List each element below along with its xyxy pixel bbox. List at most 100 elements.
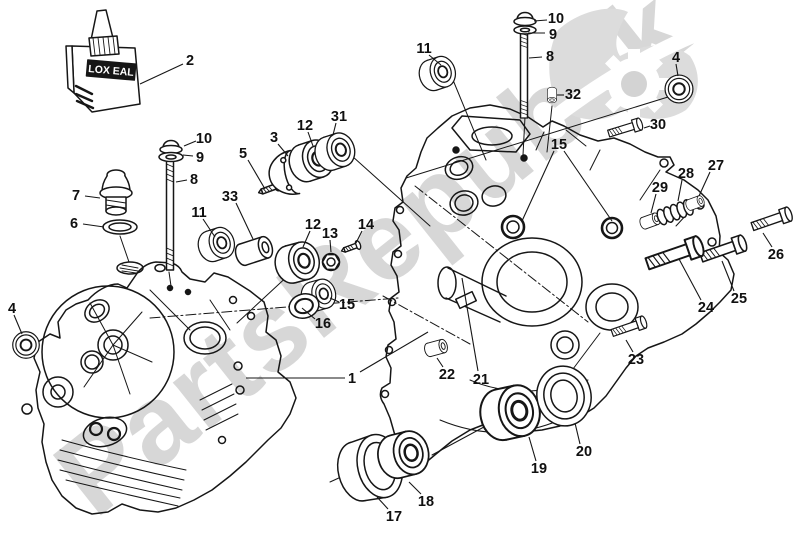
leader-line <box>678 258 702 301</box>
leader-line <box>277 143 289 157</box>
dowel-pin-32 <box>547 86 557 104</box>
bolt-23 <box>609 314 649 340</box>
part-number-label: 25 <box>731 291 747 307</box>
leader-line <box>247 159 266 190</box>
part-number-label: 8 <box>546 49 554 65</box>
leader-line <box>13 314 23 335</box>
nut-13 <box>321 252 341 272</box>
part-number-label: 24 <box>698 300 714 316</box>
bolt-24 <box>643 234 707 275</box>
nut-10-top <box>513 11 537 27</box>
oil-seal-4-left <box>11 330 41 360</box>
part-number-label: 7 <box>72 188 80 204</box>
leader-line <box>359 331 429 373</box>
leader-line <box>332 122 337 136</box>
breather-valve-7 <box>99 169 133 216</box>
part-number-label: 17 <box>386 509 402 525</box>
leader-line <box>175 179 188 183</box>
leader-line <box>643 125 651 129</box>
part-number-label: 8 <box>190 172 198 188</box>
leader-line <box>329 239 332 253</box>
part-callouts: 1234456788991010111112121314151516171819… <box>8 11 784 525</box>
leader-line <box>528 436 537 462</box>
leader-line <box>182 154 194 157</box>
bolt-25 <box>697 233 750 267</box>
nut-10-left <box>159 139 183 155</box>
part-number-label: 23 <box>628 352 644 368</box>
part-number-label: 12 <box>305 217 321 233</box>
part-number-label: 2 <box>186 53 194 69</box>
part-number-label: 33 <box>222 189 238 205</box>
leader-line <box>698 171 711 197</box>
leader-line <box>436 357 444 368</box>
part-number-label: 31 <box>331 109 347 125</box>
washer-9-left <box>158 151 184 163</box>
leader-line <box>533 19 548 22</box>
part-number-label: 16 <box>315 316 331 332</box>
leader-line <box>574 422 581 445</box>
part-number-label: 10 <box>196 131 212 147</box>
leader-line <box>625 339 634 353</box>
leader-line <box>84 195 101 199</box>
part-number-label: 12 <box>297 118 313 134</box>
leader-line <box>428 54 442 66</box>
leader-line <box>301 307 316 320</box>
leader-line <box>376 496 389 510</box>
part-number-label: 1 <box>348 371 356 387</box>
part-number-label: 13 <box>322 226 338 242</box>
leader-line <box>329 297 340 303</box>
o-ring-6 <box>102 219 138 235</box>
part-number-label: 19 <box>531 461 547 477</box>
leader-line <box>183 140 197 147</box>
watermark-logo <box>539 8 715 132</box>
part-number-label: 22 <box>439 367 455 383</box>
leader-line <box>650 193 657 214</box>
part-number-label: 29 <box>652 180 668 196</box>
leader-line <box>677 179 683 202</box>
leader-line <box>528 56 543 59</box>
part-number-label: 32 <box>565 87 581 103</box>
part-number-label: 26 <box>768 247 784 263</box>
part-number-label: 5 <box>239 146 247 162</box>
part-number-label: 15 <box>339 297 355 313</box>
crankcase-half-right <box>149 104 735 469</box>
crankcase-half-left <box>21 261 297 515</box>
gear-icon <box>599 49 669 119</box>
part-number-label: 14 <box>358 217 374 233</box>
bottle-label-band: LOX EAL <box>85 59 137 81</box>
sealant-bottle: LOX EAL <box>65 9 141 113</box>
part-number-label: 20 <box>576 444 592 460</box>
bushing-22 <box>422 337 450 359</box>
leader-line <box>408 481 422 495</box>
leader-line <box>675 63 679 77</box>
bearing-11-left <box>193 223 240 266</box>
leader-line <box>721 260 735 292</box>
leader-line <box>355 230 363 244</box>
part-number-label: 18 <box>418 494 434 510</box>
part-number-label: 30 <box>650 117 666 133</box>
part-number-label: 15 <box>551 137 567 153</box>
seal-ring-20 <box>536 365 592 427</box>
leader-line <box>521 150 555 222</box>
part-number-label: 9 <box>196 150 204 166</box>
alignment-lines <box>119 79 669 483</box>
leader-line <box>461 277 479 372</box>
part-number-label: 27 <box>708 158 724 174</box>
leader-line <box>139 63 184 85</box>
leader-line <box>762 232 773 248</box>
part-number-label: 6 <box>70 216 78 232</box>
part-number-label: 4 <box>8 301 16 317</box>
leader-line <box>307 131 314 147</box>
part-number-label: 21 <box>473 372 489 388</box>
stud-8-left <box>165 159 175 271</box>
part-number-label: 11 <box>416 41 431 57</box>
leader-line <box>82 223 105 228</box>
oil-seal-4-right <box>664 74 694 104</box>
leader-line <box>202 218 216 238</box>
stud-8-top <box>519 29 529 119</box>
part-number-label: 28 <box>678 166 694 182</box>
part-number-label: 9 <box>549 27 557 43</box>
leader-line <box>235 202 254 240</box>
washer-9-top <box>513 25 537 35</box>
